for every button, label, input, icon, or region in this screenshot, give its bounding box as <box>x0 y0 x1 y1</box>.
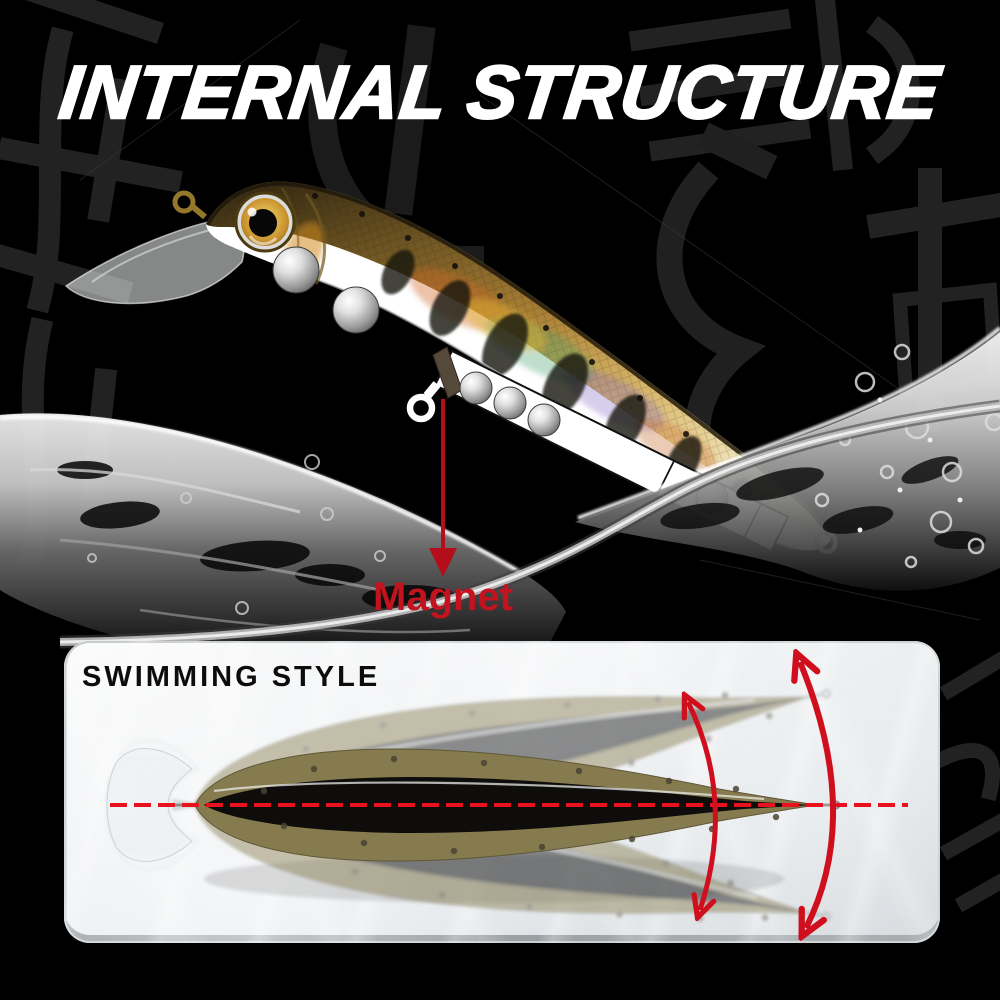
line-tie-eyelet <box>172 190 207 220</box>
page-title: INTERNAL STRUCTURE <box>54 49 946 136</box>
water-splash-right <box>59 326 1000 760</box>
belly-hook-eyelet <box>406 381 441 423</box>
bearing-ball <box>459 371 493 405</box>
magnet-arrow <box>429 399 457 577</box>
swimming-style-panel: SWIMMING STYLE <box>64 641 940 943</box>
lure-lip <box>64 215 245 305</box>
bearing-ball <box>493 386 527 420</box>
bearing-ball <box>332 286 380 334</box>
magnet-label: Magnet <box>373 575 513 619</box>
swing-arrow-outer <box>800 662 837 928</box>
bearing-ball <box>272 246 320 294</box>
panel-title: SWIMMING STYLE <box>82 661 381 693</box>
lure-eye <box>234 191 296 253</box>
background-scratches <box>79 19 1000 621</box>
bearing-ball <box>527 403 561 437</box>
